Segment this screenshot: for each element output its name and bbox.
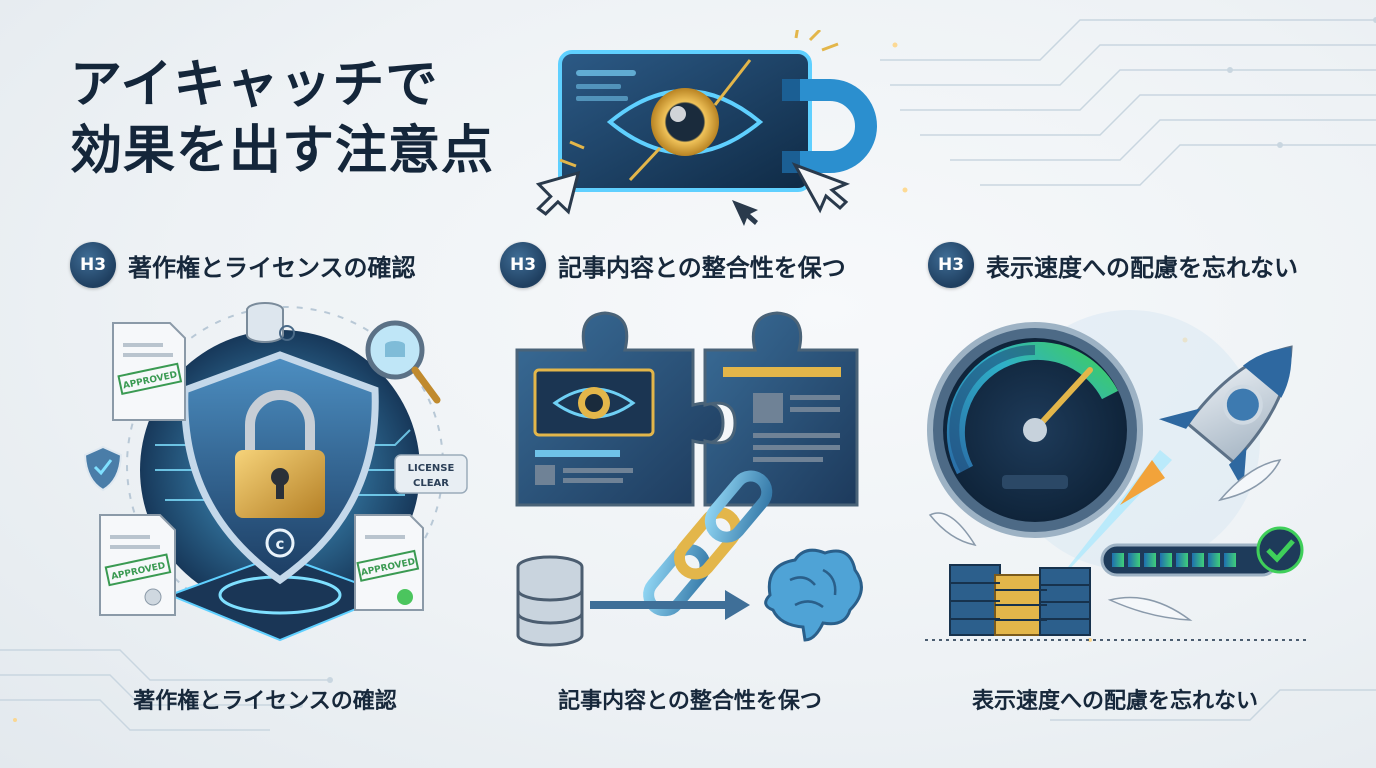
svg-text:LICENSE: LICENSE bbox=[408, 463, 455, 474]
caption-speed: 表示速度への配慮を忘れない bbox=[971, 689, 1258, 714]
section-heading-text: 記事内容との整合性を保つ bbox=[558, 253, 846, 282]
approved-document-right: APPROVED bbox=[354, 514, 424, 611]
page-title: アイキャッチで 効果を出す注意点 bbox=[70, 52, 494, 184]
section-heading-speed: H3 表示速度への配慮を忘れない bbox=[928, 242, 1298, 288]
h3-badge: H3 bbox=[500, 242, 546, 288]
caption-copyright: 著作権とライセンスの確認 bbox=[133, 689, 397, 714]
copyright-license-illustration: c APPROVED APPROVED APPROVED bbox=[83, 302, 468, 642]
license-clear-tag: LICENSE CLEAR bbox=[394, 454, 468, 494]
svg-text:c: c bbox=[276, 535, 285, 553]
section-heading-consistency: H3 記事内容との整合性を保つ bbox=[500, 242, 846, 288]
eye-catch-hero-illustration bbox=[535, 30, 877, 226]
server-stack-icon bbox=[949, 564, 1091, 636]
caption-consistency: 記事内容との整合性を保つ bbox=[558, 689, 822, 714]
h3-badge: H3 bbox=[928, 242, 974, 288]
h3-badge: H3 bbox=[70, 242, 116, 288]
brain-icon bbox=[764, 548, 863, 642]
svg-text:CLEAR: CLEAR bbox=[413, 478, 449, 489]
progress-bar-fill bbox=[1112, 553, 1236, 567]
approved-document-left-bottom: APPROVED bbox=[99, 514, 176, 616]
title-line-1: アイキャッチで bbox=[70, 55, 439, 115]
section-heading-text: 著作権とライセンスの確認 bbox=[128, 253, 416, 282]
page-speed-illustration bbox=[925, 310, 1310, 641]
content-consistency-illustration bbox=[515, 311, 863, 647]
section-heading-text: 表示速度への配慮を忘れない bbox=[986, 253, 1298, 282]
section-heading-copyright: H3 著作権とライセンスの確認 bbox=[70, 242, 416, 288]
approved-document-left-top: APPROVED bbox=[112, 322, 186, 421]
database-icon bbox=[516, 555, 584, 647]
rocket-icon bbox=[1158, 345, 1293, 490]
magnifier-icon bbox=[365, 320, 441, 404]
title-line-2: 効果を出す注意点 bbox=[70, 121, 495, 181]
database-icon bbox=[246, 302, 295, 343]
